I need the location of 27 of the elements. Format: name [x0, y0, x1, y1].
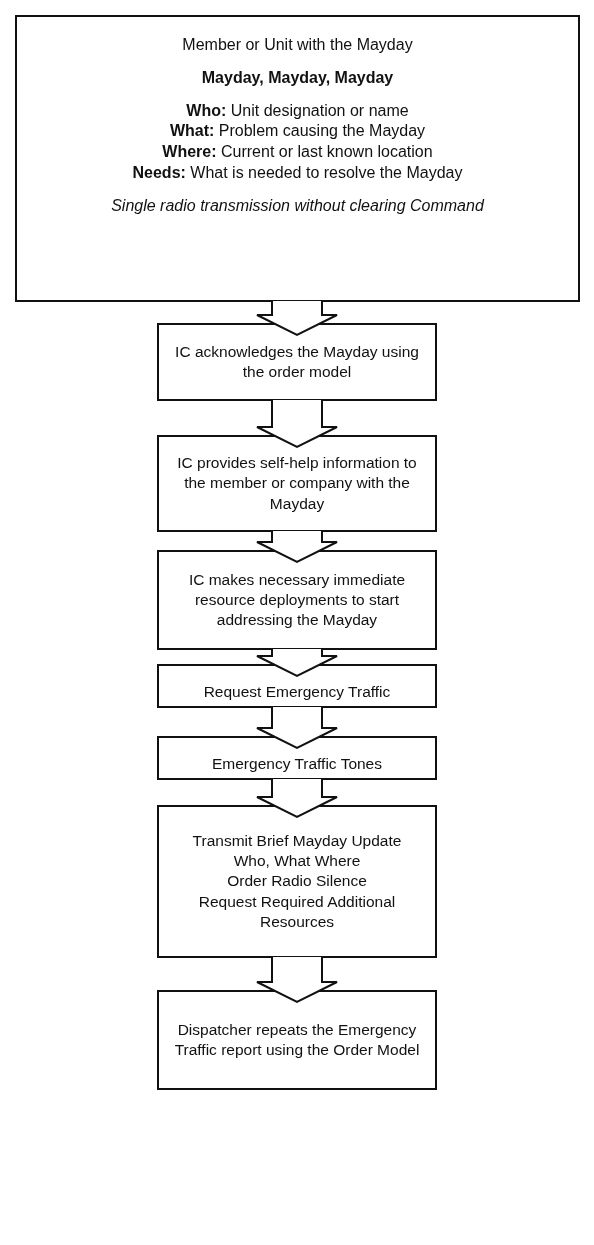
block-arrow — [256, 706, 338, 750]
block-arrow — [256, 956, 338, 1004]
process-box — [157, 805, 437, 958]
block-arrow — [256, 399, 338, 449]
box-text: Emergency Traffic Tones — [212, 753, 382, 774]
box-text: Member or Unit with the Mayday — [182, 35, 413, 55]
box-text: Dispatcher repeats the Emergency Traffic report using the Order Model — [173, 1019, 421, 1060]
block-arrow — [256, 648, 338, 678]
box-text: Order Radio Silence — [227, 871, 367, 892]
box-text: What: Problem causing the Mayday — [169, 121, 426, 142]
box-text: Request Emergency Traffic — [203, 681, 391, 702]
block-arrow — [256, 300, 338, 337]
box-text: Transmit Brief Mayday Update — [192, 831, 402, 852]
process-box — [157, 990, 437, 1090]
box-text: IC provides self-help information to the member or company with the Mayday — [176, 453, 418, 514]
box-text: Who, What Where — [233, 851, 361, 872]
block-arrow — [256, 530, 338, 564]
box-text: Mayday, Mayday, Mayday — [201, 67, 394, 88]
box-text: IC acknowledges the Mayday using the order model — [174, 341, 420, 382]
process-box — [15, 15, 580, 302]
box-text: Needs: What is needed to resolve the Mayday — [132, 163, 463, 183]
box-text: IC makes necessary immediate resource deployments to start addressing the Mayday — [187, 569, 407, 631]
box-text: Where: Current or last known location — [162, 142, 433, 163]
box-text: Single radio transmission without clearing Command — [111, 195, 484, 216]
box-text: Request Required Additional Resources — [197, 891, 397, 932]
box-text: Who: Unit designation or name — [186, 100, 409, 121]
block-arrow — [256, 778, 338, 819]
